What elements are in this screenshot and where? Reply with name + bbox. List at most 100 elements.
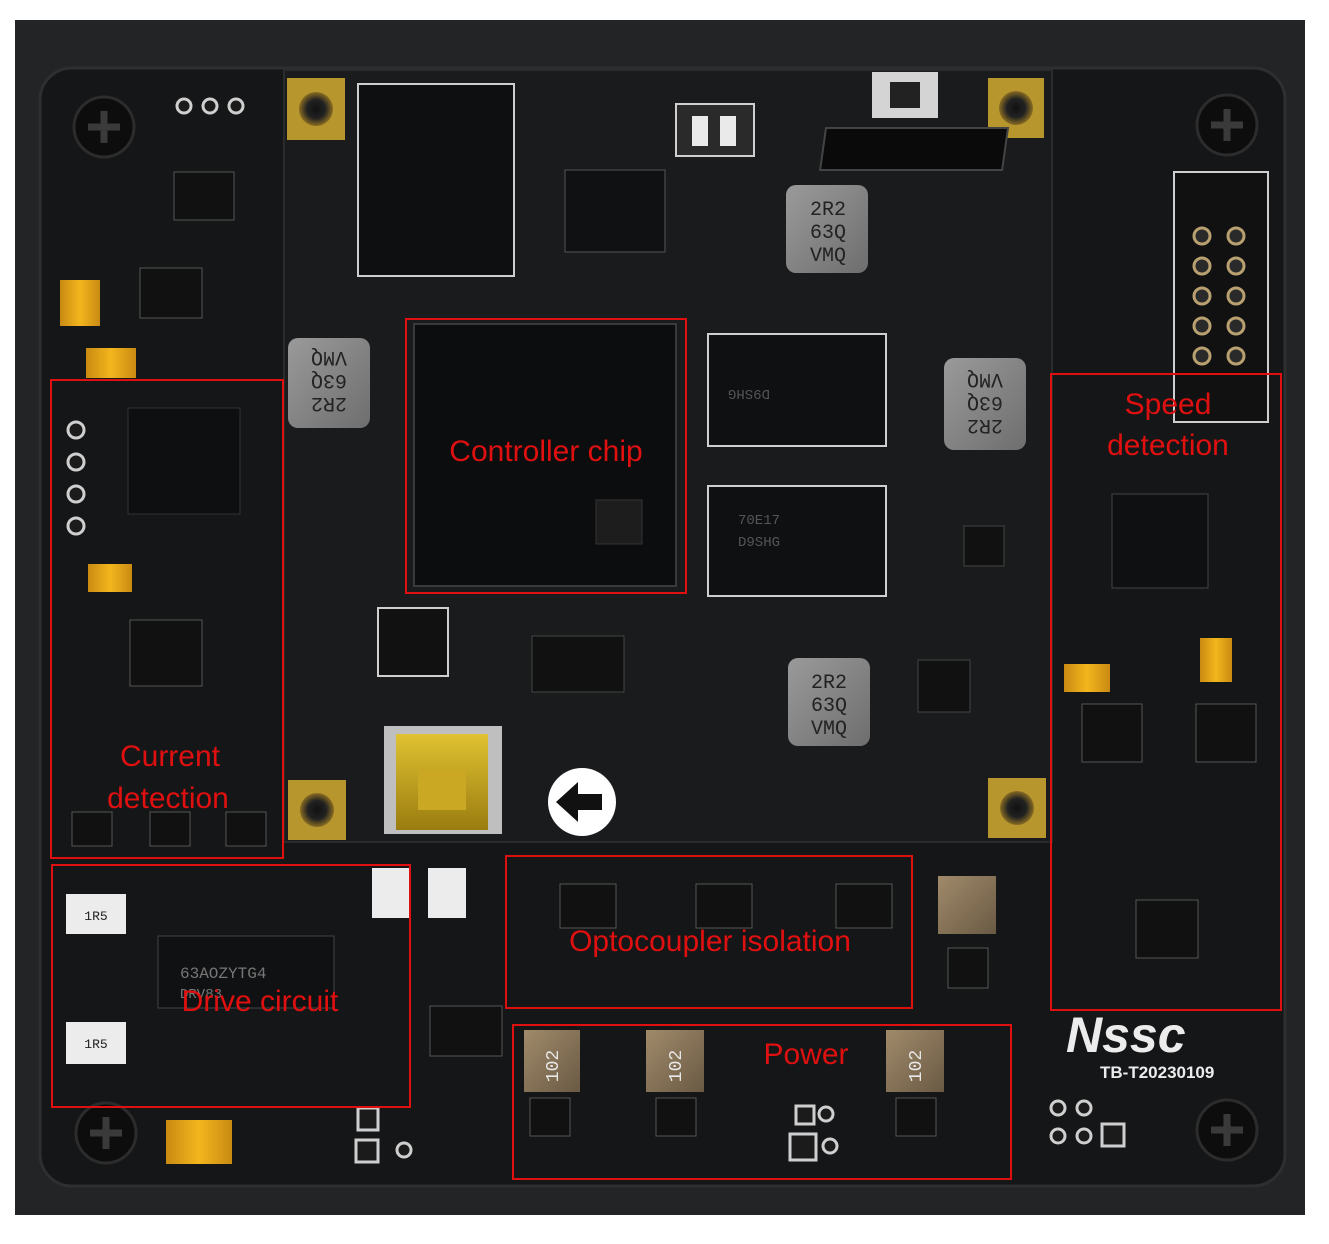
svg-text:VMQ: VMQ (967, 367, 1003, 390)
svg-text:D9SHG: D9SHG (728, 385, 770, 401)
label-current-line2: detection (107, 782, 229, 815)
inductor-right: 2R2 63Q VMQ (944, 358, 1026, 450)
speed-ic-1 (1081, 703, 1143, 763)
box-speed (1050, 373, 1282, 1011)
tantalum-cap-6 (1200, 638, 1232, 682)
screw-bottom-left (74, 1101, 138, 1165)
label-speed-line2: detection (1107, 429, 1229, 462)
svg-text:102: 102 (667, 1050, 687, 1082)
power-ic-right (947, 947, 989, 989)
label-power: Power (763, 1038, 848, 1071)
jtag-header (818, 127, 1010, 171)
current-ic-b (149, 811, 191, 847)
screw-bottom-right (1195, 1098, 1259, 1162)
module-ic-top (564, 169, 666, 253)
optocoupler-1 (559, 883, 617, 929)
tantalum-cap-4 (166, 1120, 232, 1164)
screw-top-right (1195, 93, 1259, 157)
tantalum-cap-1 (60, 280, 100, 326)
annotation-boxes (50, 318, 1282, 1180)
top-left-ic (173, 171, 235, 221)
drive-ic: 63AOZYTG4 DRV83 (157, 935, 335, 1009)
svg-text:102: 102 (544, 1050, 564, 1082)
svg-text:VMQ: VMQ (311, 345, 347, 368)
power-ic-3 (895, 1097, 937, 1137)
svg-text:DRV83: DRV83 (180, 987, 222, 1003)
shunt-resistor-1: 1R5 (66, 894, 126, 934)
current-ic-c (225, 811, 267, 847)
speed-ic-2 (1195, 703, 1257, 763)
tantalum-cap-3 (88, 564, 132, 592)
svg-text:63Q: 63Q (810, 222, 846, 245)
label-controller-chip: Controller chip (449, 435, 642, 468)
svg-text:2R2: 2R2 (311, 391, 347, 414)
speed-ic-3 (1135, 899, 1199, 959)
mount-pad-bl (288, 780, 346, 840)
usb-connector (384, 726, 502, 834)
arrow-icon (548, 768, 616, 836)
adc-chip (127, 407, 241, 515)
box-drive (51, 864, 411, 1108)
svg-text:2R2: 2R2 (810, 199, 846, 222)
shunt-resistor-3 (372, 868, 410, 918)
module-ic-mid (531, 635, 625, 693)
mount-pad-br (988, 778, 1046, 838)
optocoupler-2 (695, 883, 753, 929)
svg-text:63Q: 63Q (311, 368, 347, 391)
driver-small-ic (429, 1005, 503, 1057)
current-ic-a (71, 811, 113, 847)
svg-text:D9SHG: D9SHG (738, 535, 780, 551)
svg-text:2R2: 2R2 (811, 672, 847, 695)
svg-text:2R2: 2R2 (967, 413, 1003, 436)
box-controller (405, 318, 687, 594)
resolver-chip (1111, 493, 1209, 589)
power-inductor-right (938, 876, 996, 934)
power-ic-1 (529, 1097, 571, 1137)
nssc-logo: Nssc (1066, 1007, 1186, 1063)
chip-qr-mark (595, 499, 643, 545)
power-inductor-2: 102 (646, 1030, 704, 1092)
inductor-bottom: 2R2 63Q VMQ (788, 658, 870, 746)
flash-chip (357, 83, 515, 277)
label-drive-circuit: Drive circuit (182, 985, 339, 1018)
ram-chip-2: 70E17 D9SHG (707, 485, 887, 597)
header-holes-top (175, 97, 245, 115)
box-opto (505, 855, 913, 1009)
svg-text:63Q: 63Q (967, 390, 1003, 413)
label-current-line1: Current (120, 740, 221, 773)
inductor-top: 2R2 63Q VMQ (786, 185, 868, 273)
pin-header-right (1173, 171, 1269, 423)
dip-switch (675, 103, 755, 157)
top-left-ic-2 (139, 267, 203, 319)
box-current (50, 379, 284, 859)
board-model-label: TB-T20230109 (1100, 1063, 1214, 1082)
tantalum-cap-2 (86, 348, 136, 378)
box-power (512, 1024, 1012, 1180)
optocoupler-3 (835, 883, 893, 929)
shunt-resistor-4 (428, 868, 466, 918)
tantalum-cap-5 (1064, 664, 1110, 692)
module-ic-small (963, 525, 1005, 567)
module-ic-left (377, 607, 449, 677)
ram-chip-1: D9SHG (707, 333, 887, 447)
svg-text:70E17: 70E17 (738, 513, 780, 529)
svg-text:VMQ: VMQ (811, 718, 847, 741)
label-optocoupler-isolation: Optocoupler isolation (569, 925, 851, 958)
power-inductor-3: 102 (886, 1030, 944, 1092)
inductor-left: 2R2 63Q VMQ (288, 338, 370, 428)
power-inductor-1: 102 (524, 1030, 580, 1092)
svg-text:1R5: 1R5 (84, 1037, 107, 1052)
mount-pad-tl (287, 78, 345, 140)
svg-text:102: 102 (907, 1050, 927, 1082)
test-points-bottom (354, 1104, 839, 1164)
shunt-resistor-2: 1R5 (66, 1022, 126, 1064)
svg-text:VMQ: VMQ (810, 245, 846, 268)
svg-text:63Q: 63Q (811, 695, 847, 718)
label-speed-line1: Speed (1125, 388, 1212, 421)
header-holes-bottom-right (1049, 1099, 1126, 1148)
test-pads-left (66, 420, 86, 536)
power-ic-2 (655, 1097, 697, 1137)
module-ic-right (917, 659, 971, 713)
svg-text:63AOZYTG4: 63AOZYTG4 (180, 965, 266, 983)
